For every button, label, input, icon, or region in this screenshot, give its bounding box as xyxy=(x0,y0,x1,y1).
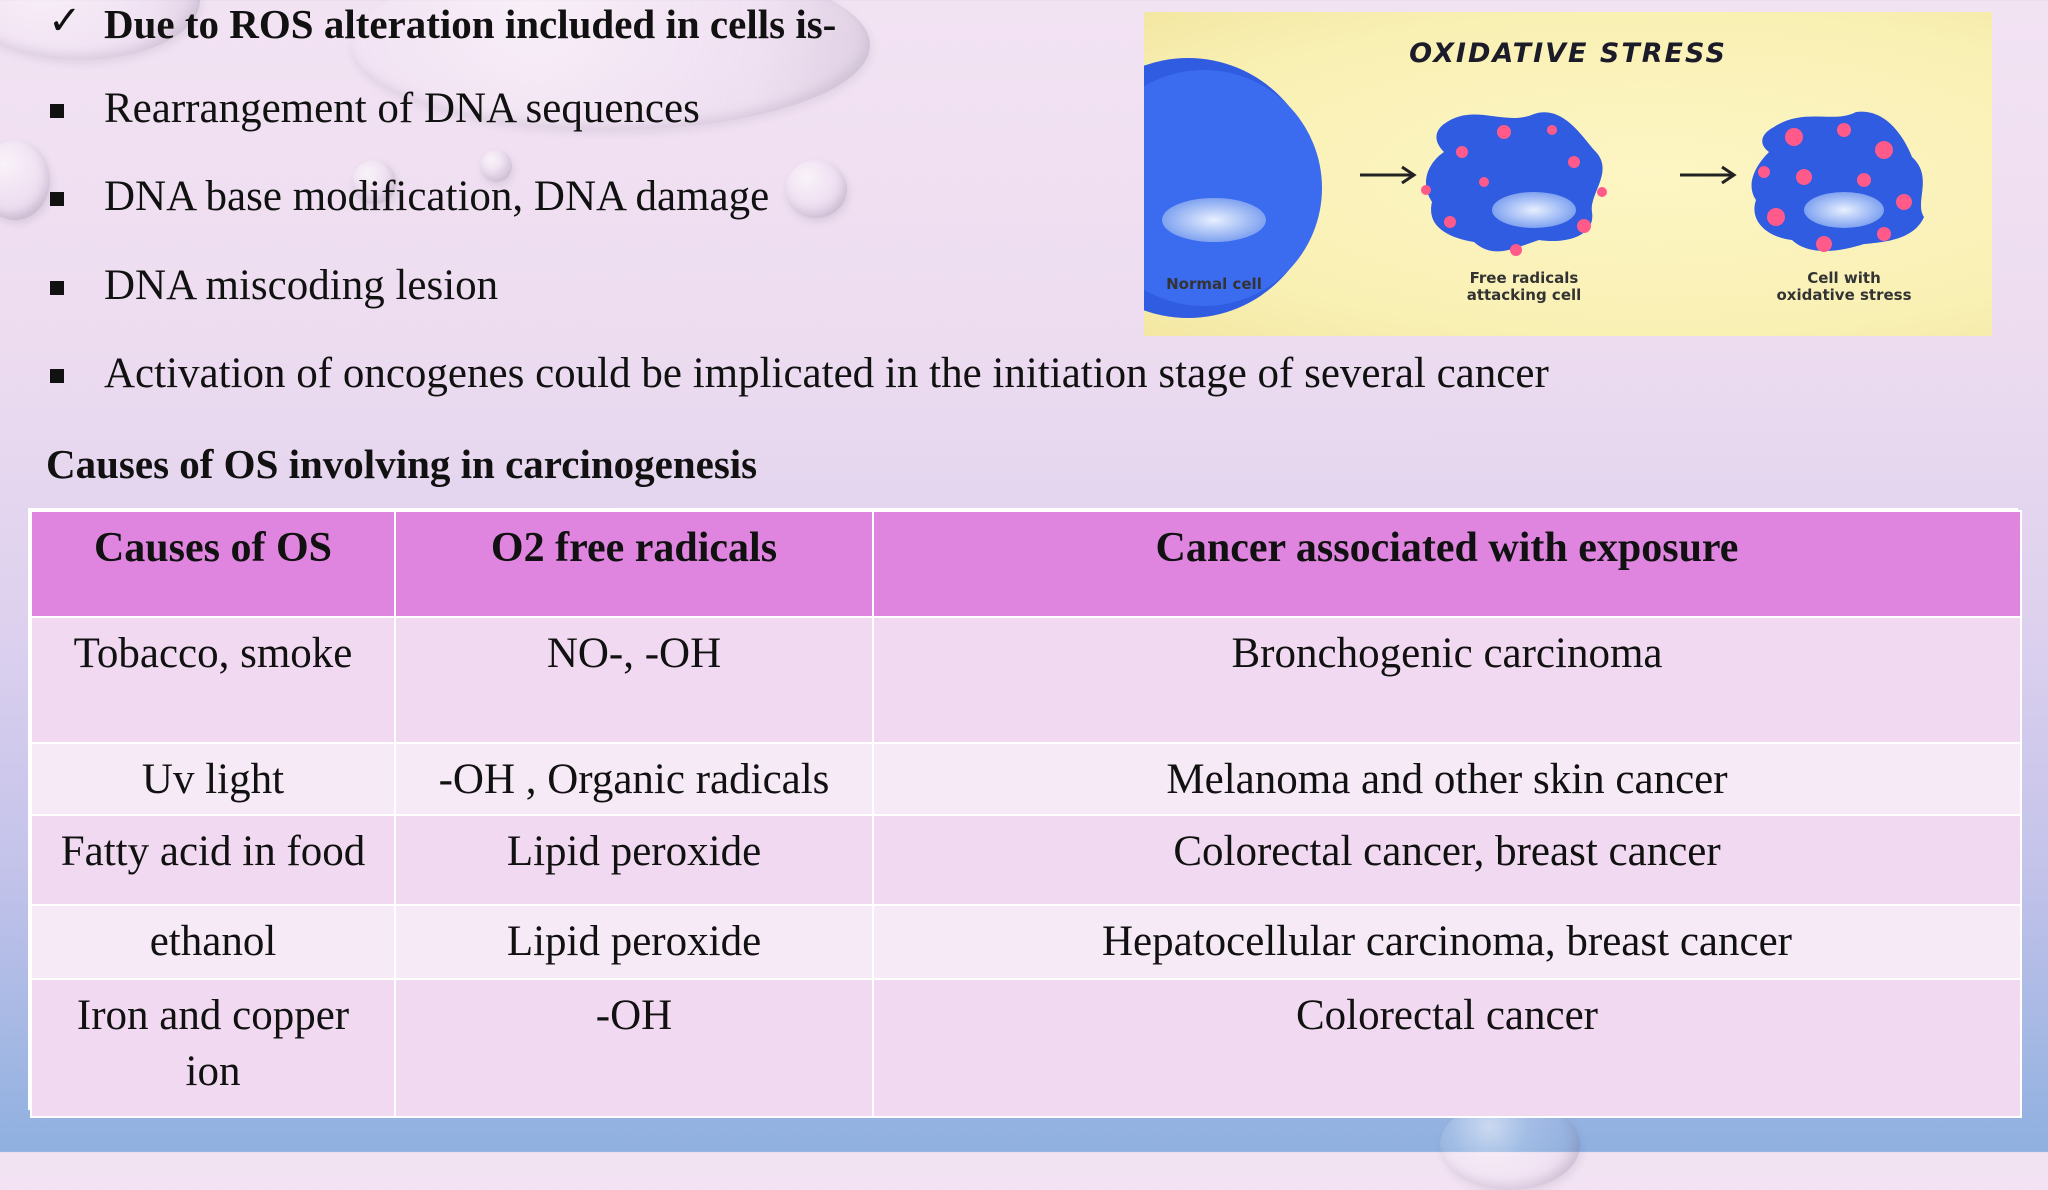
cell-radical: -OH xyxy=(394,978,874,1118)
label-stressed-cell: Cell with oxidative stress xyxy=(1776,269,1912,304)
header-cancer: Cancer associated with exposure xyxy=(872,510,2022,618)
figure-title: OXIDATIVE STRESS xyxy=(1409,38,1727,69)
cell-cancer: Bronchogenic carcinoma xyxy=(872,616,2022,744)
cell-cause: Iron and copper ion xyxy=(30,978,396,1118)
table-row: Iron and copper ion -OH Colorectal cance… xyxy=(30,978,2022,1118)
bubble-decoration xyxy=(350,0,870,130)
bullet-square-icon xyxy=(50,281,64,295)
cell-cause: Uv light xyxy=(30,742,396,816)
oxidative-stress-figure: OXIDATIVE STRESS xyxy=(1144,12,1992,336)
normal-cell-icon xyxy=(1144,58,1322,318)
cell-cause: ethanol xyxy=(30,904,396,980)
cell-cancer: Colorectal cancer xyxy=(872,978,2022,1118)
bullet-square-icon xyxy=(50,104,64,118)
figure-illustration xyxy=(1144,58,1924,318)
stressed-cell-icon xyxy=(1751,111,1924,252)
cell-cause: Fatty acid in food xyxy=(30,814,396,906)
bullet-square-icon xyxy=(50,192,64,206)
bullet-square-icon xyxy=(50,369,64,383)
cell-cancer: Colorectal cancer, breast cancer xyxy=(872,814,2022,906)
cell-cancer: Melanoma and other skin cancer xyxy=(872,742,2022,816)
attacked-cell-icon xyxy=(1421,112,1607,256)
bullet-item: DNA base modification, DNA damage xyxy=(104,173,770,220)
cell-radical: NO-, -OH xyxy=(394,616,874,744)
header-causes: Causes of OS xyxy=(30,510,396,618)
checkmark-icon: ✓ xyxy=(48,0,82,44)
arrow-icon xyxy=(1680,165,1737,185)
cell-cause: Tobacco, smoke xyxy=(30,616,396,744)
cell-radical: Lipid peroxide xyxy=(394,814,874,906)
bullet-item: DNA miscoding lesion xyxy=(104,262,499,309)
cell-radical: -OH , Organic radicals xyxy=(394,742,874,816)
bubble-decoration xyxy=(480,150,512,182)
label-attacking-cell: Free radicals attacking cell xyxy=(1466,269,1582,304)
cell-cancer: Hepatocellular carcinoma, breast cancer xyxy=(872,904,2022,980)
bubble-decoration xyxy=(785,160,847,218)
bullet-item: Rearrangement of DNA sequences xyxy=(104,85,700,132)
table-row: ethanol Lipid peroxide Hepatocellular ca… xyxy=(30,904,2022,980)
header-radicals: O2 free radicals xyxy=(394,510,874,618)
bullet-item: Activation of oncogenes could be implica… xyxy=(104,350,1549,397)
bubble-decoration xyxy=(0,140,50,220)
causes-table: Causes of OS O2 free radicals Cancer ass… xyxy=(28,508,2022,1118)
arrow-icon xyxy=(1360,165,1417,185)
check-heading: Due to ROS alteration included in cells … xyxy=(104,1,837,47)
table-row: Fatty acid in food Lipid peroxide Colore… xyxy=(30,814,2022,906)
cell-radical: Lipid peroxide xyxy=(394,904,874,980)
table-header-row: Causes of OS O2 free radicals Cancer ass… xyxy=(30,510,2022,618)
table-row: Tobacco, smoke NO-, -OH Bronchogenic car… xyxy=(30,616,2022,744)
label-normal-cell: Normal cell xyxy=(1166,275,1262,293)
section-heading: Causes of OS involving in carcinogenesis xyxy=(46,441,758,487)
bubble-decoration xyxy=(352,160,396,204)
table-row: Uv light -OH , Organic radicals Melanoma… xyxy=(30,742,2022,816)
